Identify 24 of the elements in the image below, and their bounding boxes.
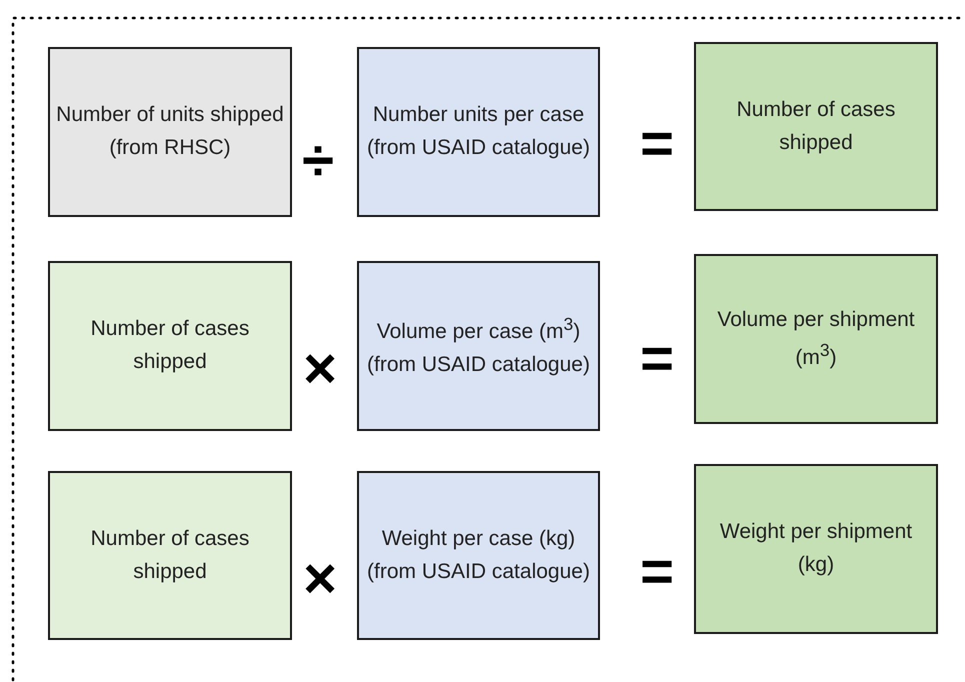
operator-symbol: ÷ — [301, 132, 335, 190]
operator-symbol: × — [302, 340, 338, 398]
box-text: Weight per case (kg) (from USAID catalogue) — [366, 526, 591, 584]
box-text: Number of cases shipped — [90, 526, 250, 584]
box-text: Number units per case (from USAID catalogue) — [366, 102, 591, 161]
process-box — [48, 47, 292, 217]
process-box — [694, 42, 938, 211]
process-box — [694, 464, 938, 634]
process-box — [357, 261, 600, 431]
operator-symbol: × — [302, 550, 338, 608]
process-box — [357, 471, 600, 640]
box-text: Number of units shipped (from RHSC) — [56, 102, 284, 161]
process-box — [357, 47, 600, 217]
process-box — [48, 471, 292, 640]
box-text: Number of cases shipped — [736, 96, 896, 156]
box-text: Volume per shipment (m$^{3}$) — [716, 306, 916, 370]
box-text: Volume per case (m$^{3}$) (from USAID catalogue) — [366, 312, 591, 378]
box-text: Weight per shipment (kg) — [718, 519, 914, 578]
box-text: Number of cases shipped — [90, 316, 250, 375]
operator-symbol: = — [639, 543, 675, 601]
operator-symbol: = — [639, 115, 675, 173]
operator-symbol: = — [639, 330, 675, 388]
process-box — [48, 261, 292, 431]
process-box — [694, 254, 938, 424]
